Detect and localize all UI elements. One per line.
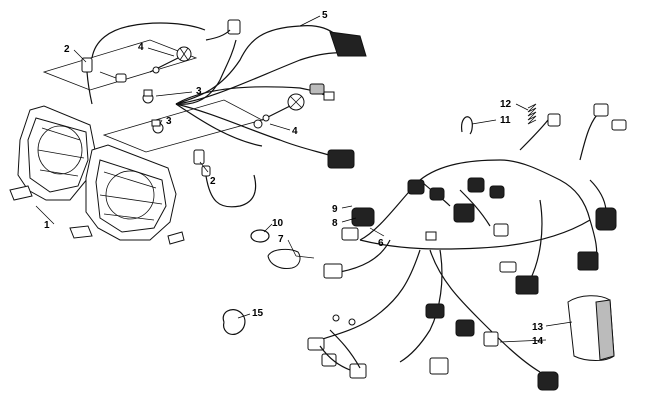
hose-clamp-15 bbox=[222, 309, 246, 335]
callout-11: 11 bbox=[500, 115, 511, 126]
cable-tie-ring-10 bbox=[250, 229, 270, 243]
callout-5: 5 bbox=[322, 10, 328, 21]
callout-7: 7 bbox=[278, 234, 284, 245]
headlight-assembly-right bbox=[69, 144, 185, 245]
bulb-socket-upper bbox=[81, 22, 206, 105]
callout-14: 14 bbox=[532, 336, 544, 347]
callout-15: 15 bbox=[252, 308, 264, 319]
callout-10: 10 bbox=[272, 218, 284, 229]
callout-4-lower: 4 bbox=[292, 126, 298, 137]
headlight-harness bbox=[175, 19, 367, 169]
callout-4-upper: 4 bbox=[138, 42, 144, 53]
callout-2-lower: 2 bbox=[210, 176, 216, 187]
clip-11 bbox=[461, 116, 473, 135]
adjuster-knob-upper bbox=[149, 46, 192, 74]
callout-1: 1 bbox=[44, 220, 50, 231]
callout-13: 13 bbox=[532, 322, 544, 333]
callout-3-upper: 3 bbox=[196, 86, 202, 97]
callout-3-lower: 3 bbox=[166, 116, 172, 127]
bulb-lower bbox=[151, 119, 164, 134]
adjuster-knob-lower bbox=[253, 93, 305, 129]
callout-2-upper: 2 bbox=[64, 44, 70, 55]
exploded-bracket-lower bbox=[102, 99, 264, 153]
bulb-socket-lower bbox=[193, 149, 257, 208]
callout-12: 12 bbox=[500, 99, 512, 110]
exploded-bracket-upper bbox=[42, 39, 198, 91]
bulb-upper bbox=[99, 71, 154, 104]
callout-8: 8 bbox=[332, 218, 338, 229]
headlight-assembly-left bbox=[9, 105, 96, 201]
callout-9: 9 bbox=[332, 204, 338, 215]
protective-sleeve bbox=[267, 248, 315, 269]
main-wiring-harness bbox=[307, 103, 627, 391]
leader-lines bbox=[35, 15, 573, 343]
conduit-sleeve-13 bbox=[567, 295, 615, 361]
callout-6: 6 bbox=[378, 238, 384, 249]
spring-12 bbox=[527, 103, 537, 125]
